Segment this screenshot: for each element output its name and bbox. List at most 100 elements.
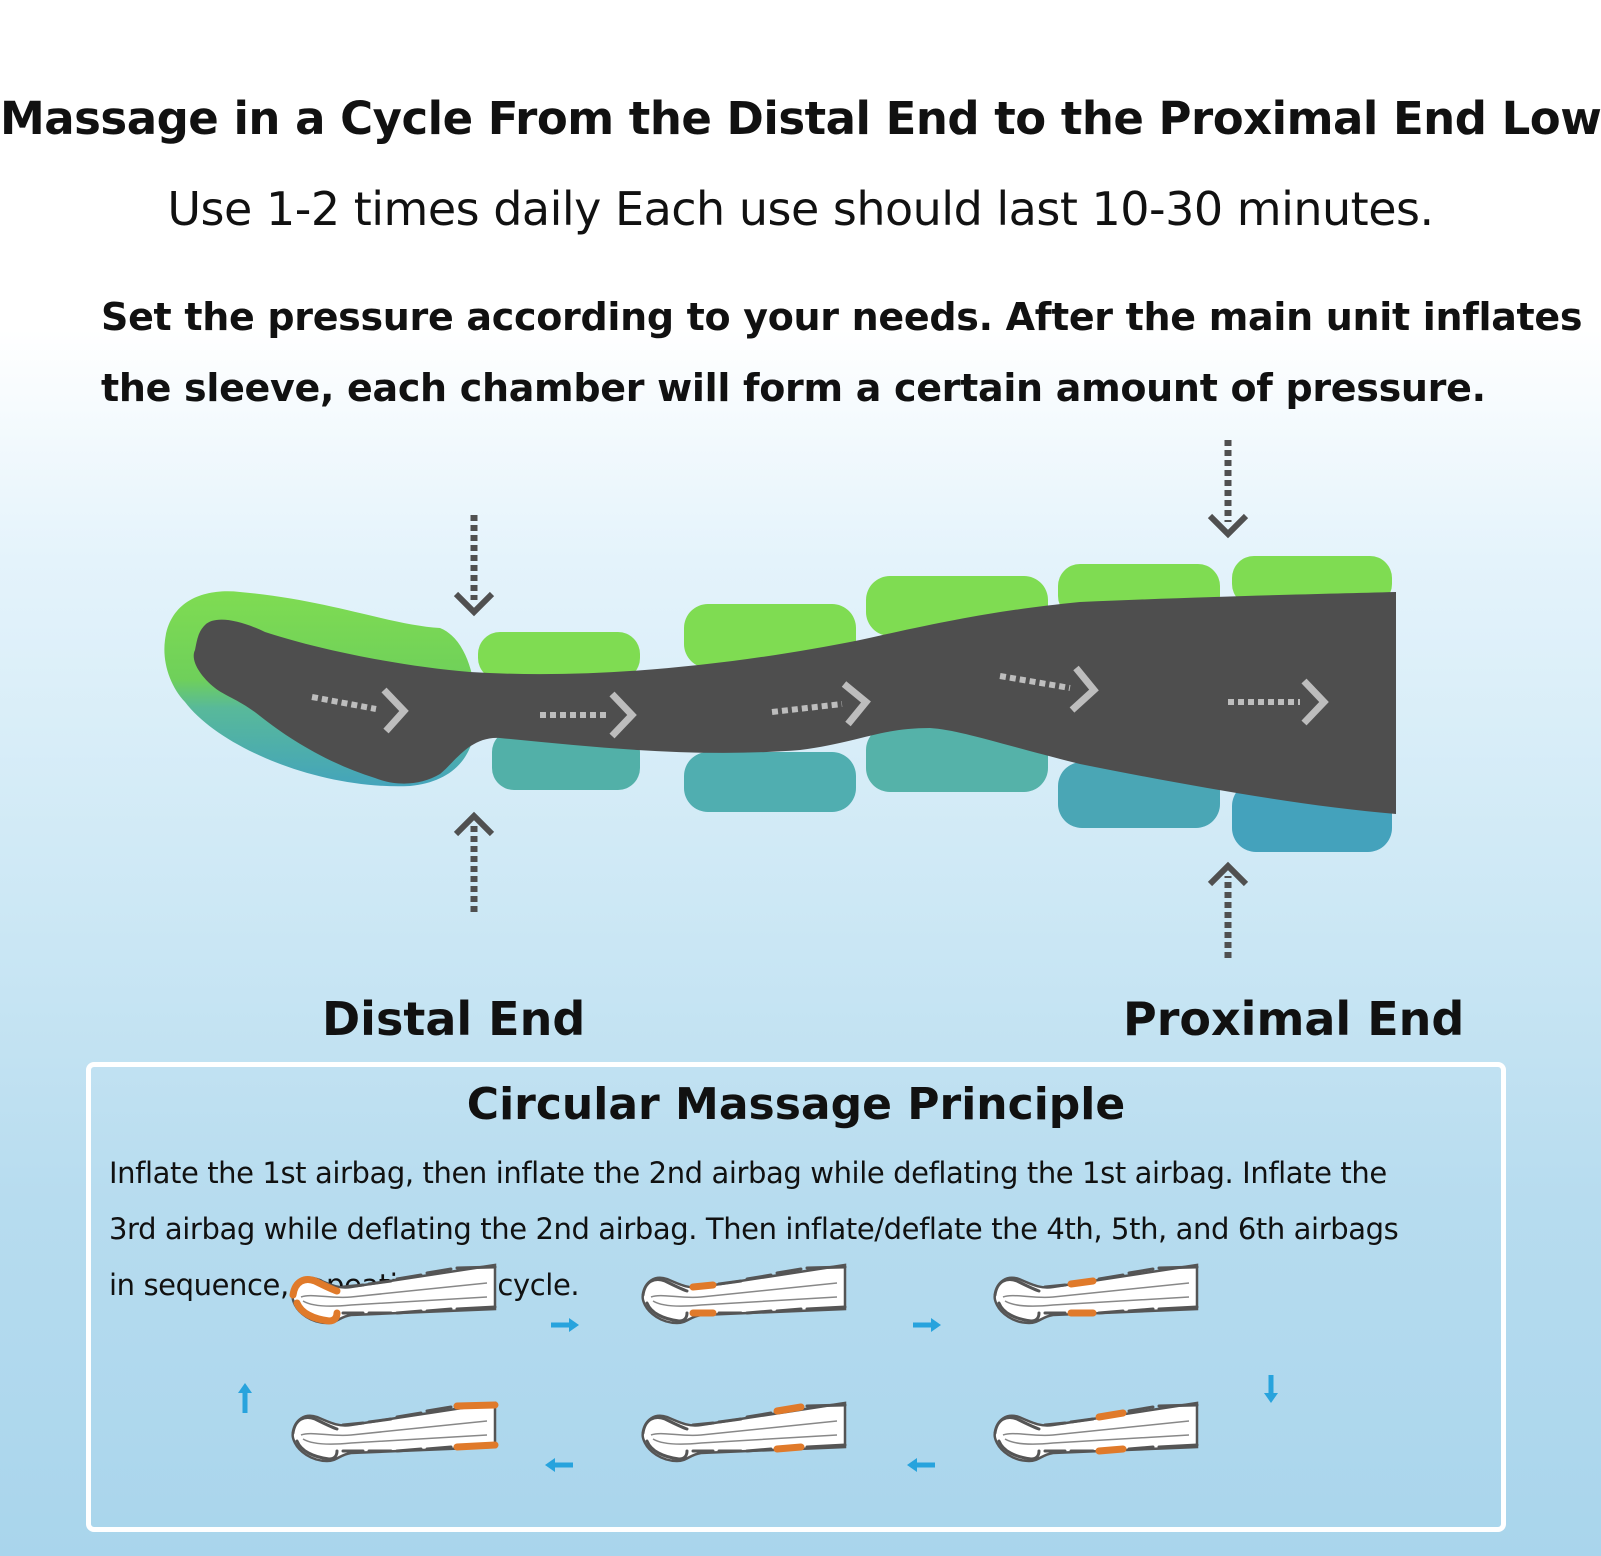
airbag-5-top <box>775 1267 803 1275</box>
chamber-2-top <box>478 632 640 680</box>
leg-outline <box>1002 1420 1190 1445</box>
cycle-arrow-1-2-head <box>569 1318 579 1332</box>
sleeve-outline <box>641 1401 847 1463</box>
leg-outline <box>650 1420 838 1445</box>
pressure-arrow-distal-top-head <box>453 591 495 617</box>
headline: Massage in a Cycle From the Distal End t… <box>0 92 1601 145</box>
airbag-1-top <box>291 1416 339 1435</box>
airbag-1-top <box>289 1276 341 1299</box>
airbag-6-bottom <box>805 1443 847 1449</box>
pressure-arrows <box>453 440 1249 958</box>
airbag-6-bottom <box>453 1441 499 1451</box>
cycle-step-2-icon <box>641 1263 847 1325</box>
cycle-arrow-5-6 <box>545 1458 573 1472</box>
airbag-1-top <box>641 1416 689 1435</box>
airbag-4-bottom <box>745 1309 773 1315</box>
airbag-4-bottom <box>745 1447 773 1453</box>
cycle-arrow-4-5 <box>907 1458 935 1472</box>
airbag-6-bottom <box>455 1305 497 1311</box>
flow-arrow-4-head <box>1069 665 1099 713</box>
airbag-4-top <box>1095 1409 1127 1421</box>
airbag-6-bottom <box>1157 1443 1199 1449</box>
cycle-diagram <box>238 1263 1278 1472</box>
airbag-5-bottom <box>775 1307 803 1313</box>
cycle-arrow-2-3-head <box>931 1318 941 1332</box>
pressure-arrow-proximal-top-head <box>1207 513 1249 539</box>
airbag-4-bottom <box>1095 1445 1127 1455</box>
airbag-1-top <box>641 1278 689 1297</box>
airbag-5-bottom <box>773 1443 805 1453</box>
circular-massage-panel: Circular Massage Principle Inflate the 1… <box>86 1062 1506 1532</box>
airbag-4-bottom <box>395 1447 423 1453</box>
airbag-6-top <box>453 1401 499 1410</box>
airbag-3-top <box>717 1417 743 1424</box>
airbag-2-top <box>691 1421 715 1427</box>
cycle-arrow-1-2 <box>551 1318 579 1332</box>
sleeve-outline <box>291 1263 497 1325</box>
leg-outline <box>300 1420 488 1445</box>
airbag-3-top <box>367 1417 393 1424</box>
chamber-3-bottom <box>684 752 856 812</box>
pressure-line-1: Set the pressure according to your needs… <box>101 295 1583 339</box>
airbag-6-top <box>455 1265 497 1270</box>
leg-outline <box>300 1282 488 1307</box>
airbag-5-top <box>1127 1267 1155 1275</box>
airbag-5-top <box>1127 1405 1155 1413</box>
principle-title: Circular Massage Principle <box>466 1079 1126 1130</box>
leg-silhouette <box>193 592 1397 814</box>
leg-outline <box>1002 1282 1190 1307</box>
airbag-5-top <box>425 1267 453 1275</box>
leg-outline <box>650 1282 838 1307</box>
airbag-4-top <box>395 1273 423 1281</box>
cycle-arrow-6-1-head <box>238 1383 252 1393</box>
airbag-1-bottom <box>293 1299 341 1325</box>
cycle-arrow-5-6-head <box>545 1458 555 1472</box>
airbag-1-bottom <box>295 1439 339 1461</box>
airbag-6-top <box>805 1265 847 1270</box>
flow-arrow-2-head <box>609 691 637 739</box>
pressure-line-2: the sleeve, each chamber will form a cer… <box>101 366 1486 410</box>
airbag-2-top <box>1043 1421 1067 1427</box>
pressure-arrow-distal-bottom-head <box>453 811 495 837</box>
flow-arrow-3-head <box>841 681 871 727</box>
airbag-1-bottom <box>645 1301 689 1323</box>
cycle-arrow-6-1 <box>238 1383 252 1413</box>
cycle-arrow-3-4 <box>1264 1375 1278 1403</box>
airbag-4-bottom <box>1097 1309 1125 1315</box>
usage-instructions: Use 1-2 times daily Each use should last… <box>167 182 1434 236</box>
pressure-arrow-proximal-bottom-head <box>1207 861 1249 887</box>
airbag-4-top <box>395 1411 423 1419</box>
airbag-1-top <box>993 1278 1041 1297</box>
airbag-2-top <box>1043 1283 1067 1289</box>
sleeve-outline <box>641 1263 847 1325</box>
cycle-step-5-icon <box>641 1401 847 1463</box>
airbag-3-top <box>1067 1277 1097 1288</box>
airbag-2-top <box>341 1421 365 1427</box>
airbag-4-bottom <box>395 1309 423 1315</box>
airbag-4-top <box>745 1411 773 1419</box>
airbag-5-bottom <box>425 1307 453 1313</box>
leg-compression-diagram <box>164 440 1397 958</box>
airbag-6-bottom <box>1157 1305 1199 1311</box>
flow-arrow-5-head <box>1301 678 1329 726</box>
flow-arrows <box>311 665 1329 739</box>
flow-arrow-4 <box>999 673 1071 691</box>
airbag-2-top <box>341 1283 365 1289</box>
airbag-1-bottom <box>645 1439 689 1461</box>
airbag-5-bottom <box>1127 1307 1155 1313</box>
airbag-6-bottom <box>805 1305 847 1311</box>
airbag-5-top <box>773 1403 805 1415</box>
airbag-5-top <box>425 1405 453 1413</box>
airbag-3-top <box>367 1279 393 1286</box>
proximal-end-label: Proximal End <box>1123 992 1465 1046</box>
pressure-description: Set the pressure according to your needs… <box>101 282 1583 424</box>
cycle-step-4-icon <box>993 1401 1199 1463</box>
airbag-5-bottom <box>1127 1445 1155 1451</box>
cycle-step-6-icon <box>291 1401 499 1463</box>
airbag-6-top <box>805 1403 847 1408</box>
airbag-6-top <box>1157 1403 1199 1408</box>
principle-line-1: Inflate the 1st airbag, then inflate the… <box>109 1156 1387 1190</box>
airbag-3-top <box>1069 1417 1095 1424</box>
airbag-4-top <box>1097 1273 1125 1281</box>
cycle-step-1-icon <box>289 1263 497 1325</box>
